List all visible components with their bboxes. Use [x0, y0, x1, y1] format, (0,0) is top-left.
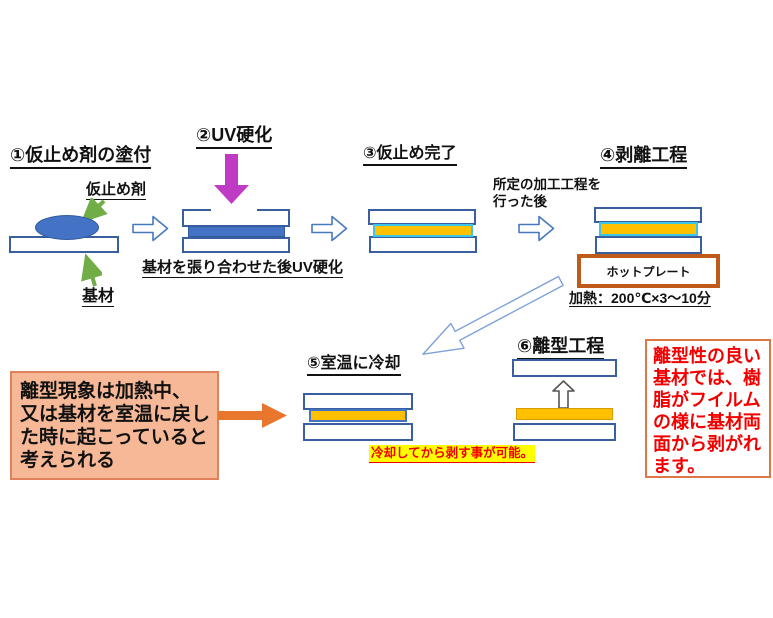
step2-bottom-substrate-rect [182, 237, 290, 253]
uv-down-arrow-icon [214, 154, 249, 204]
uv-window-gap [211, 209, 257, 212]
step3-title: ③仮止め完了 [363, 145, 457, 167]
film-release-note-box: 離型性の良い 基材では、樹 脂がフイルム の様に基材両 面から剥がれ ます。 [645, 339, 771, 478]
hotplate-label: ホットプレート [606, 264, 691, 279]
step4-cured-layer [599, 222, 698, 236]
step5-cooled-layer [309, 409, 407, 422]
step2-title: ②UV硬化 [196, 125, 273, 149]
step5-top-substrate-rect [303, 393, 413, 410]
film-note-line: の様に基材両 [653, 412, 761, 432]
cooling-highlight-note: 冷却してから剥す事が可能。 [369, 445, 536, 463]
mechanism-note-box: 離型現象は加熱中、 又は基材を室温に戻し た時に起こっていると 考えられる [10, 371, 219, 480]
mechanism-note-line: 又は基材を室温に戻し [20, 404, 211, 425]
step6-released-film-layer [516, 408, 613, 420]
film-note-line: 面から剥がれ [653, 434, 761, 454]
film-note-line: 基材では、樹 [653, 368, 761, 388]
step4-bottom-substrate-rect [595, 236, 702, 254]
step3-cured-layer [373, 224, 473, 237]
step5-title: ⑤室温に冷却 [307, 355, 401, 377]
step2-adhesive-layer [188, 226, 285, 237]
step4-title: ④剥離工程 [600, 145, 688, 169]
step1-substrate-label: 基材 [82, 288, 115, 307]
step1-agent-label: 仮止め剤 [86, 181, 147, 200]
orange-pointer-arrow-icon [218, 403, 287, 428]
green-arrow-to-agent-icon [80, 198, 108, 224]
process-note-line2: 行った後 [493, 194, 547, 209]
flow-arrow-1-icon [132, 215, 169, 242]
process-note-line1: 所定の加工工程を [493, 177, 601, 192]
step2-caption: 基材を張り合わせた後UV硬化 [142, 259, 343, 278]
mechanism-note-line: 考えられる [20, 450, 116, 471]
step6-title: ⑥離型工程 [517, 336, 605, 360]
mechanism-note-line: た時に起こっていると [20, 427, 208, 448]
step1-title: ①仮止め剤の塗付 [10, 145, 152, 169]
hotplate-box: ホットプレート [577, 254, 720, 288]
film-note-line: 脂がフイルム [653, 390, 761, 410]
step5-bottom-substrate-rect [303, 423, 413, 441]
step4-top-substrate-rect [594, 207, 702, 223]
step3-top-substrate-rect [368, 209, 476, 225]
film-note-line: 離型性の良い [653, 346, 761, 366]
step6-removed-substrate-rect [512, 359, 617, 377]
diagonal-flow-arrow-icon [413, 267, 568, 369]
flow-arrow-3-icon [518, 215, 555, 242]
green-arrow-to-substrate-icon [81, 253, 102, 287]
step6-bottom-substrate-rect [513, 423, 616, 441]
release-up-arrow-icon [552, 380, 575, 409]
adhesive-droplet-shape [35, 215, 99, 240]
step3-bottom-substrate-rect [369, 236, 477, 253]
flow-arrow-2-icon [311, 215, 348, 242]
mechanism-note-line: 離型現象は加熱中、 [20, 381, 192, 402]
film-note-line: ます。 [653, 456, 706, 476]
step2-top-substrate-rect [182, 209, 290, 227]
heating-caption: 加熱：200℃×3～10分 [569, 290, 711, 308]
